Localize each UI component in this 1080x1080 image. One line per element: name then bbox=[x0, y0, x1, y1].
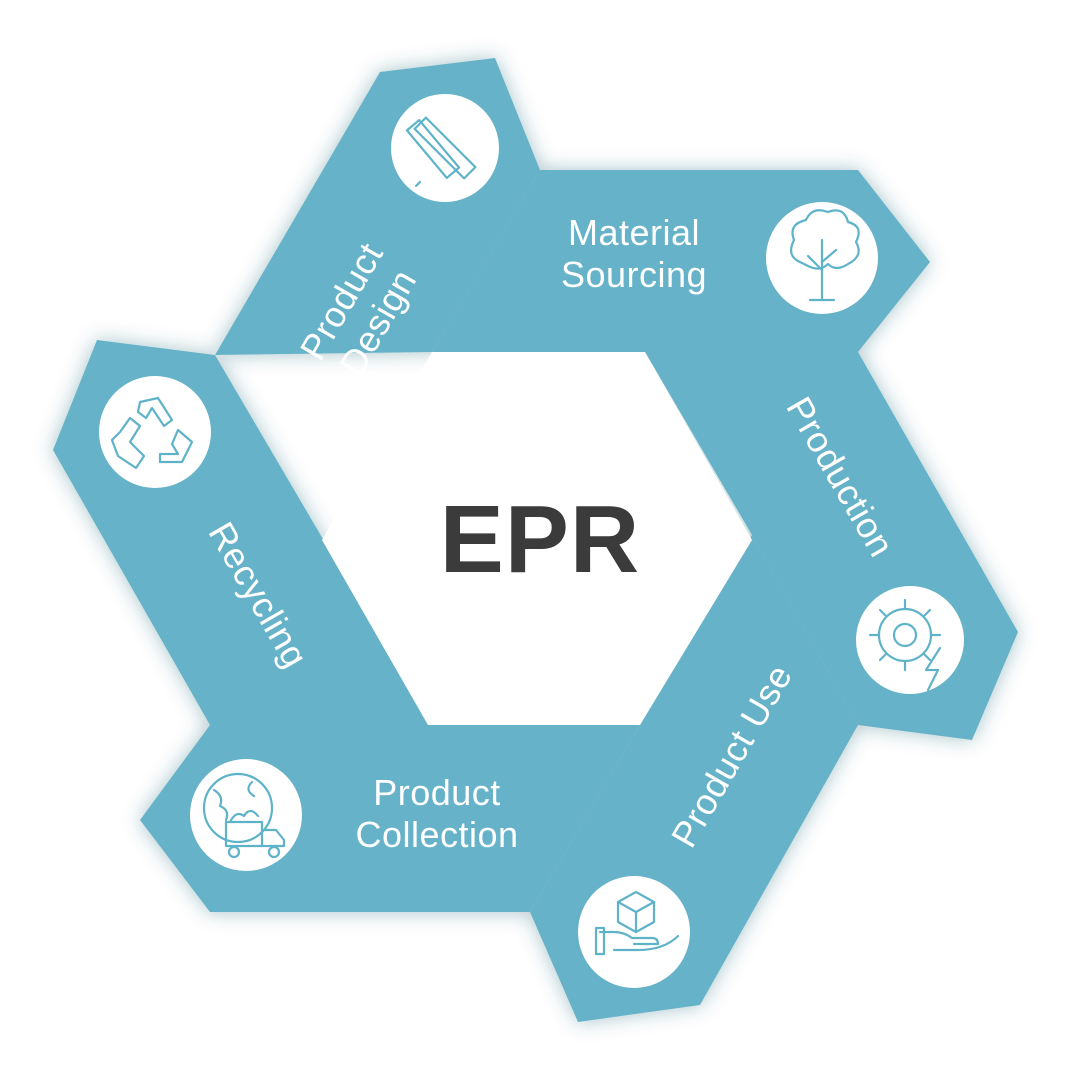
tree-icon bbox=[766, 202, 878, 314]
label-product-collection-line1: Product bbox=[373, 772, 501, 813]
label-material-sourcing-line2: Sourcing bbox=[560, 254, 708, 295]
label-material-sourcing-line1: Material bbox=[567, 212, 701, 253]
label-product-collection-line2: Collection bbox=[355, 814, 519, 855]
hand-box-icon bbox=[578, 876, 690, 988]
recycle-icon bbox=[99, 376, 211, 488]
center-hexagon bbox=[322, 352, 752, 725]
label-material-sourcing: Material Sourcing bbox=[534, 212, 734, 296]
gear-lightning-icon bbox=[856, 586, 964, 694]
pencil-ruler-icon bbox=[391, 94, 499, 202]
globe-truck-icon bbox=[190, 759, 302, 871]
center-title: EPR bbox=[439, 486, 641, 593]
label-product-collection: Product Collection bbox=[337, 772, 537, 856]
